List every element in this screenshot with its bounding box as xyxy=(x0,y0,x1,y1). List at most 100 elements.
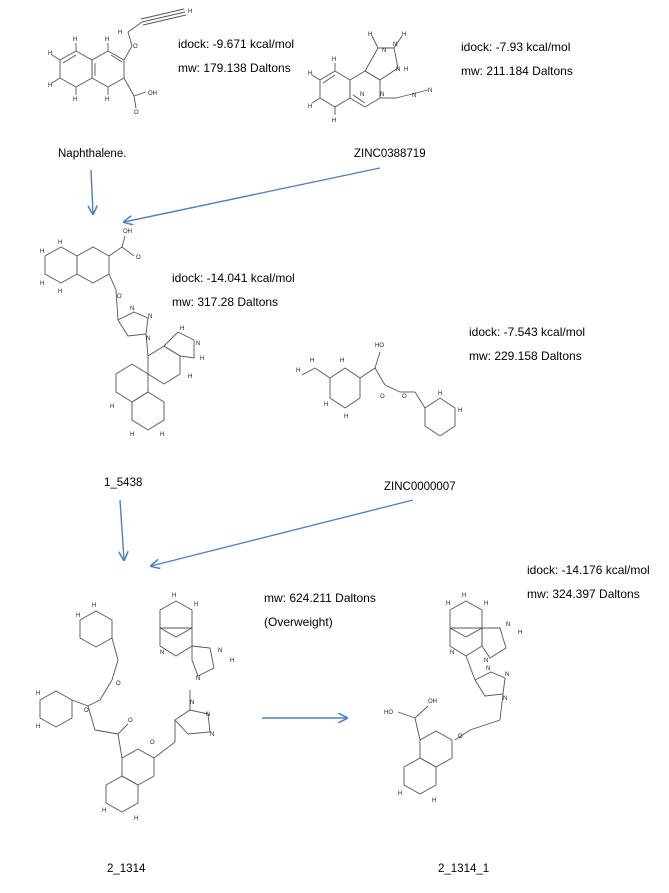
svg-text:N: N xyxy=(218,648,222,654)
svg-text:H: H xyxy=(188,374,192,380)
svg-text:H: H xyxy=(73,97,77,103)
svg-text:H: H xyxy=(58,240,62,246)
svg-text:H: H xyxy=(40,249,44,255)
svg-text:H: H xyxy=(310,358,314,364)
mw-zinc0388719: mw: 211.184 Daltons xyxy=(461,64,573,78)
flow-arrows xyxy=(91,167,414,718)
arrow-1_5438-to-2_1314 xyxy=(120,499,124,560)
props-zinc0388719: idock: -7.93 kcal/mol mw: 211.184 Dalton… xyxy=(461,35,573,83)
svg-text:H: H xyxy=(432,798,436,804)
svg-text:O: O xyxy=(134,110,139,116)
idock-zinc0388719: idock: -7.93 kcal/mol xyxy=(461,40,571,54)
svg-text:N: N xyxy=(196,676,200,682)
note-2_1314: (Overweight) xyxy=(264,615,333,629)
svg-text:O: O xyxy=(380,394,385,400)
svg-text:N: N xyxy=(146,336,150,342)
svg-text:H: H xyxy=(130,432,134,438)
svg-text:H: H xyxy=(73,37,77,43)
mw-2_1314_1: mw: 324.397 Daltons xyxy=(527,587,640,601)
svg-text:H: H xyxy=(36,691,40,697)
idock-naphthalene: idock: -9.671 kcal/mol xyxy=(178,37,295,51)
svg-text:H: H xyxy=(332,57,336,63)
svg-text:H: H xyxy=(58,289,62,295)
svg-text:H: H xyxy=(194,602,198,608)
svg-text:H: H xyxy=(484,601,488,607)
svg-text:N: N xyxy=(428,88,432,94)
label-2_1314_1: 2_1314_1 xyxy=(438,863,490,875)
svg-text:H: H xyxy=(110,404,114,410)
svg-text:H: H xyxy=(48,83,52,89)
svg-text:H: H xyxy=(188,9,192,15)
props-zinc0000007: idock: -7.543 kcal/mol mw: 229.158 Dalto… xyxy=(469,320,585,368)
arrow-naphthalene-to-1_5438 xyxy=(91,169,93,214)
structure-zinc0000007 xyxy=(301,351,456,437)
svg-text:H: H xyxy=(462,593,466,599)
svg-text:H: H xyxy=(438,391,442,397)
structure-2_1314 xyxy=(39,600,215,813)
label-zinc0000007: ZINC0000007 xyxy=(384,481,456,493)
svg-text:N: N xyxy=(148,314,152,320)
svg-text:OH: OH xyxy=(148,91,157,97)
svg-text:N: N xyxy=(393,42,397,48)
svg-text:H: H xyxy=(230,658,234,664)
svg-text:H: H xyxy=(105,37,109,43)
svg-text:H: H xyxy=(48,51,52,57)
svg-text:N: N xyxy=(412,93,416,99)
svg-text:H: H xyxy=(92,603,96,609)
svg-text:H: H xyxy=(344,414,348,420)
mw-2_1314: mw: 624.211 Daltons xyxy=(264,591,376,605)
svg-text:N: N xyxy=(505,672,509,678)
structure-zinc0388719 xyxy=(311,35,429,115)
props-2_1314_1: idock: -14.176 kcal/mol mw: 324.397 Dalt… xyxy=(527,558,650,606)
svg-text:H: H xyxy=(446,601,450,607)
label-2_1314: 2_1314 xyxy=(107,863,146,875)
svg-text:H: H xyxy=(105,97,109,103)
label-zinc0388719: ZINC0388719 xyxy=(354,148,426,160)
idock-1_5438: idock: -14.041 kcal/mol xyxy=(172,271,295,285)
svg-text:N: N xyxy=(503,696,507,702)
svg-text:H: H xyxy=(458,408,462,414)
svg-text:N: N xyxy=(160,650,164,656)
svg-text:O: O xyxy=(402,394,407,400)
svg-text:O: O xyxy=(133,44,138,50)
svg-text:N: N xyxy=(506,622,510,628)
svg-text:H: H xyxy=(200,356,204,362)
svg-text:H: H xyxy=(76,613,80,619)
svg-text:O: O xyxy=(458,734,463,740)
svg-text:H: H xyxy=(404,67,408,73)
svg-text:N: N xyxy=(380,92,384,98)
props-1_5438: idock: -14.041 kcal/mol mw: 317.28 Dalto… xyxy=(172,266,295,314)
svg-text:O: O xyxy=(150,740,155,746)
structure-naphthalene xyxy=(51,8,187,109)
svg-text:H: H xyxy=(308,104,312,110)
svg-text:H: H xyxy=(324,402,328,408)
svg-text:N: N xyxy=(484,658,488,664)
svg-text:N: N xyxy=(210,732,214,738)
svg-text:H: H xyxy=(172,593,176,599)
svg-text:O: O xyxy=(117,294,122,300)
svg-text:N: N xyxy=(360,92,364,98)
props-2_1314: mw: 624.211 Daltons (Overweight) xyxy=(264,586,376,634)
structure-1_5438 xyxy=(44,235,195,431)
svg-text:H: H xyxy=(160,432,164,438)
svg-text:H: H xyxy=(118,30,122,36)
label-1_5438: 1_5438 xyxy=(104,477,143,489)
structure-2_1314_1 xyxy=(397,600,507,795)
svg-text:N: N xyxy=(486,666,490,672)
svg-text:H: H xyxy=(340,358,344,364)
svg-text:H: H xyxy=(296,368,300,374)
svg-text:H: H xyxy=(368,32,372,38)
mw-zinc0000007: mw: 229.158 Daltons xyxy=(469,349,582,363)
arrow-zinc0000007-to-2_1314 xyxy=(151,499,414,566)
svg-text:HO: HO xyxy=(384,710,393,716)
svg-text:H: H xyxy=(332,118,336,124)
svg-text:O: O xyxy=(116,681,121,687)
svg-text:H: H xyxy=(102,808,106,814)
svg-text:O: O xyxy=(136,255,141,261)
